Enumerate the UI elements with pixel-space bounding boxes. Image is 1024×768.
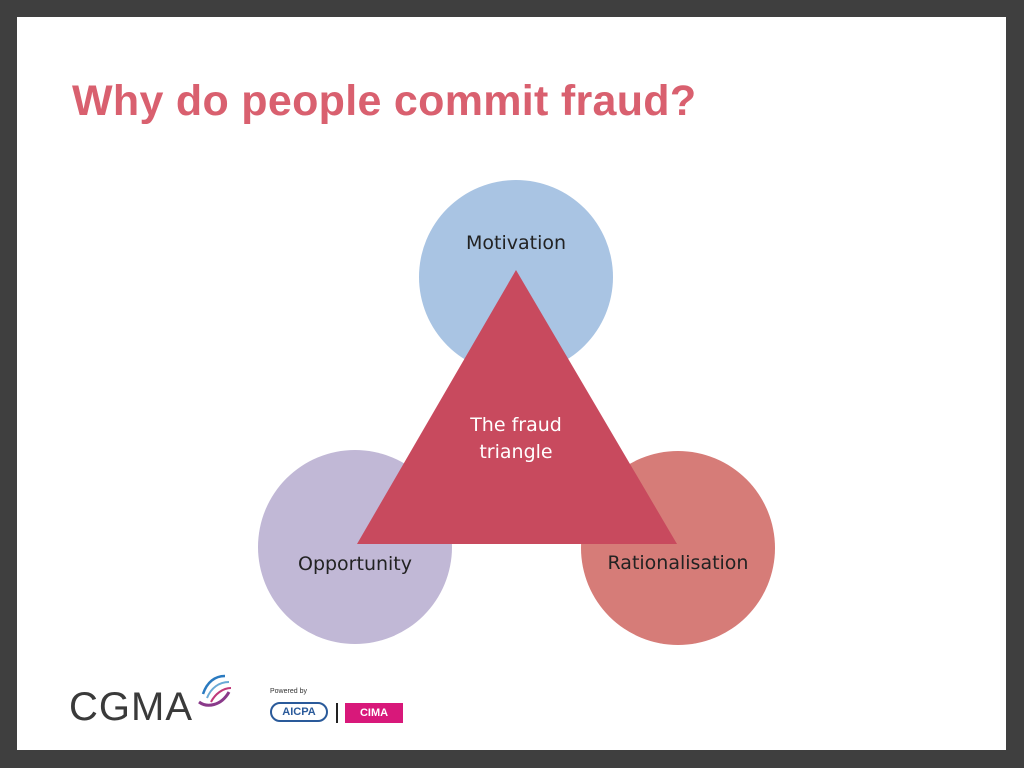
- motivation-label: Motivation: [466, 232, 566, 254]
- triangle-label-line2: triangle: [479, 441, 552, 463]
- fraud-triangle-diagram: Motivation Opportunity Rationalisation T…: [258, 180, 775, 645]
- slide-title: Why do people commit fraud?: [72, 77, 697, 125]
- rationalisation-label: Rationalisation: [608, 552, 749, 574]
- opportunity-label: Opportunity: [298, 553, 412, 575]
- triangle-label-line1: The fraud: [469, 414, 562, 436]
- fraud-triangle: [357, 270, 677, 544]
- slide: Why do people commit fraud? Motivation O…: [17, 17, 1006, 750]
